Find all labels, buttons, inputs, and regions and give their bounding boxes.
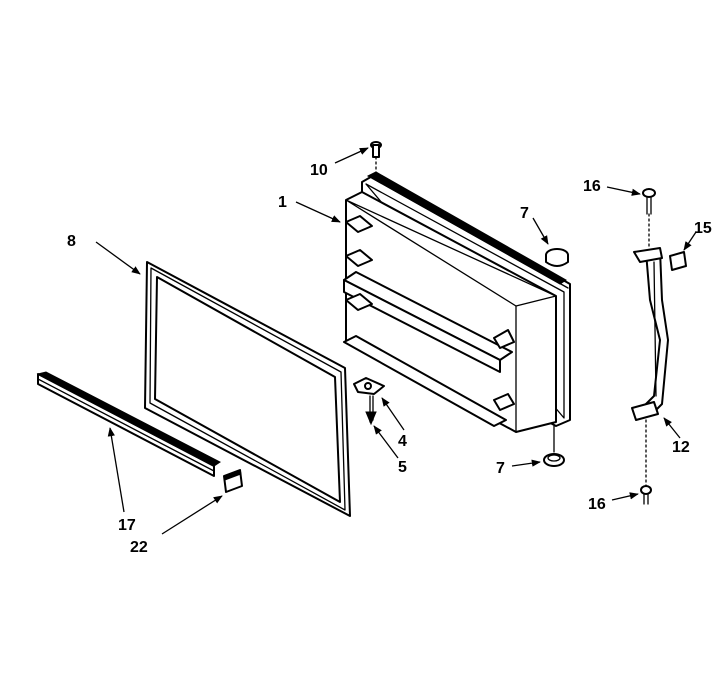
callout-plug-button-bottom: 7 <box>496 460 505 477</box>
callout-labels: 8 1 10 7 7 4 5 17 22 16 15 12 16 <box>67 162 712 556</box>
callout-door-panel: 1 <box>278 194 287 211</box>
plug-button-bottom <box>543 425 565 467</box>
door-stop <box>353 377 385 395</box>
shim <box>669 251 687 271</box>
strip-clip <box>223 469 243 493</box>
callout-hinge-screw-bottom: 16 <box>588 496 606 513</box>
callout-shim: 15 <box>694 220 712 237</box>
breaker-strip <box>36 371 221 477</box>
callout-door-gasket: 8 <box>67 233 76 250</box>
plug-button-top <box>545 248 569 267</box>
callout-plug-button-top: 7 <box>520 205 529 222</box>
top-hinge-pin <box>370 141 382 158</box>
callout-stop-screw: 5 <box>398 459 407 476</box>
alignment-lines <box>375 156 650 487</box>
callout-hinge: 12 <box>672 439 690 456</box>
hinge-screw-top <box>642 188 656 215</box>
leader-lines <box>95 147 697 535</box>
hinge-screw-bottom <box>640 485 652 505</box>
callout-hinge-screw-top: 16 <box>583 178 601 195</box>
callout-door-stop: 4 <box>398 433 407 450</box>
callout-breaker-strip: 17 <box>118 517 136 534</box>
stop-screw <box>365 395 377 426</box>
callout-top-hinge-pin: 10 <box>310 162 328 179</box>
door-panel <box>343 171 571 433</box>
door-gasket <box>144 261 351 517</box>
callout-strip-clip: 22 <box>130 539 148 556</box>
hinge <box>631 247 669 421</box>
